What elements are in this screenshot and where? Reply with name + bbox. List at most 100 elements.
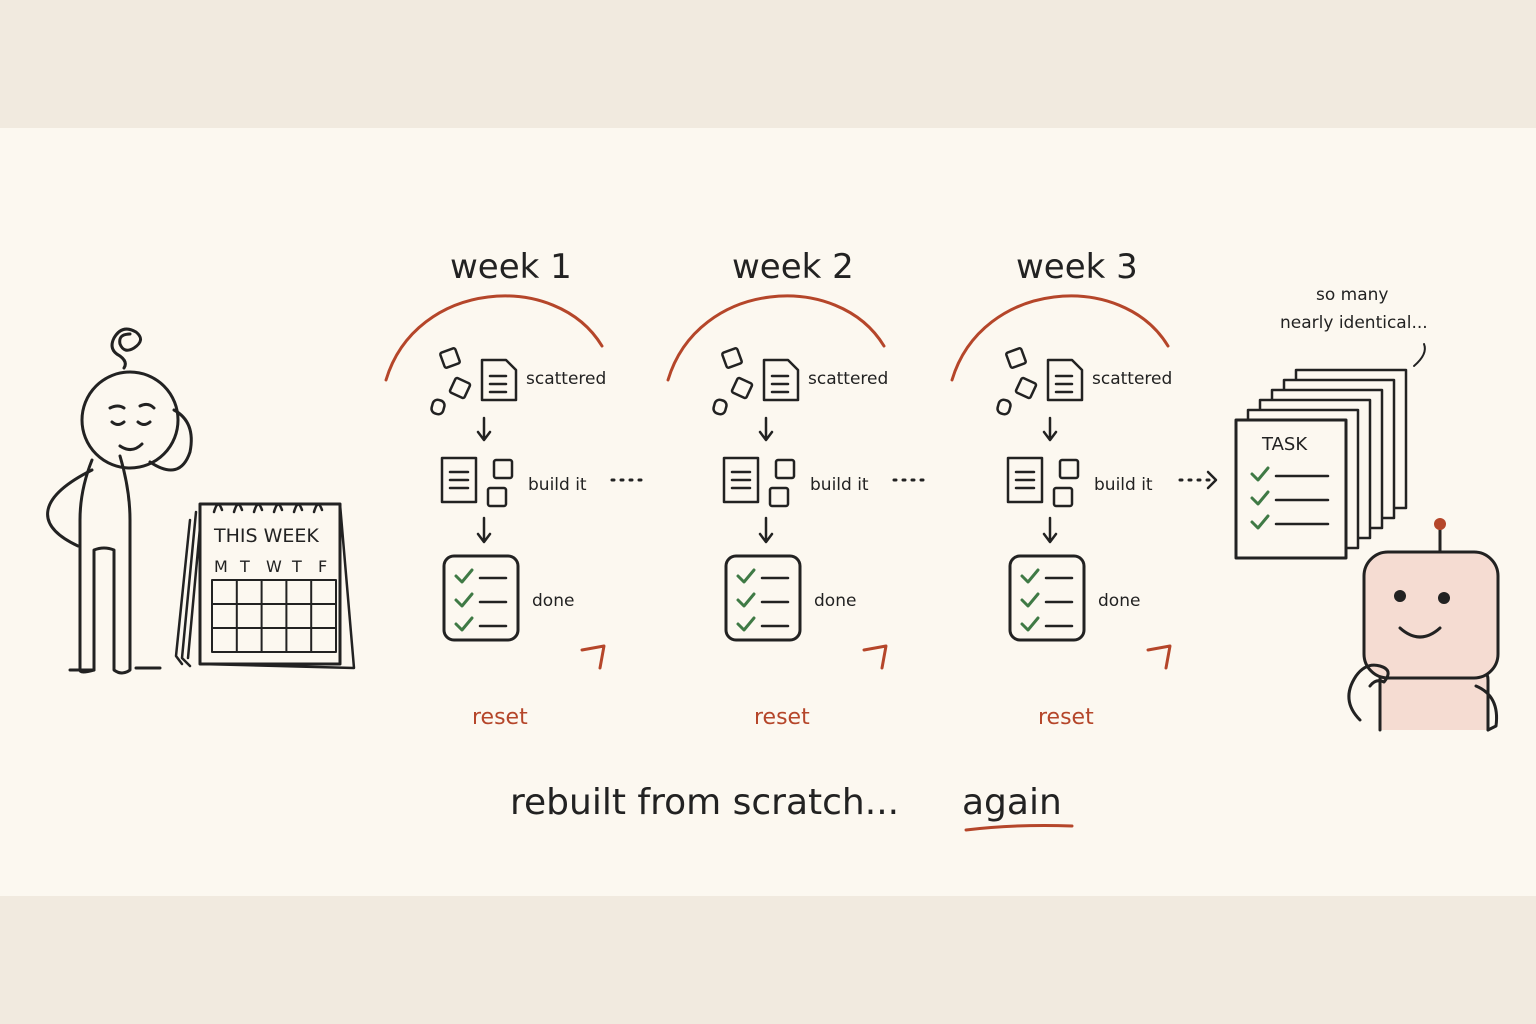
calendar-day: T [291,557,302,576]
person-mouth [118,442,144,451]
task-stack: TASK [1234,368,1408,560]
check-mark-icon [736,568,756,584]
document-blocks-icon [440,456,514,508]
check-mark-icon [454,616,474,632]
calendar-day: W [266,557,282,576]
robot-eye-right [1438,592,1450,604]
checklist-frame [442,554,520,642]
caption-emphasis: again [962,782,1062,823]
step-label: scattered [1092,369,1172,389]
check-mark-icon [1020,592,1040,608]
step-label: build it [528,475,587,495]
reset-label: reset [472,705,528,730]
task-label: TASK [1261,434,1308,455]
step-label: scattered [526,369,606,389]
check-mark-icon [454,568,474,584]
reset-arrowhead-icon [580,644,606,670]
robot-smile [1398,626,1442,639]
calendar-grid-frame [211,579,337,653]
robot-hand [1347,663,1390,722]
down-arrow-icon [758,416,774,442]
check-mark-icon [1250,490,1270,506]
step-label: done [1098,591,1140,611]
check-mark-icon [1020,568,1040,584]
checklist-icon [442,554,520,642]
check-mark-icon [736,592,756,608]
check-mark-icon [454,592,474,608]
week-title: week 3 [1016,247,1138,287]
document-blocks-icon [1006,456,1080,508]
robot-arm-right [1474,684,1499,732]
calendar-ring [272,503,284,514]
reset-loop-arrow [950,294,1170,382]
calendar-day: T [239,557,250,576]
scattered-notes-icon [996,347,1084,416]
person-head [80,370,180,470]
step-label: build it [1094,475,1153,495]
caption-text: rebuilt from scratch... [510,782,899,823]
speech-line-2: nearly identical... [1280,313,1428,333]
calendar-ring [292,503,304,514]
down-arrow-icon [476,516,492,544]
caption-underline [964,824,1074,832]
task-pages [1234,368,1408,560]
calendar-title: THIS WEEK [213,525,319,547]
scattered-notes-icon [430,347,518,416]
down-arrow-icon [1042,416,1058,442]
person-arm-hip [46,468,94,548]
document-blocks-icon [722,456,796,508]
robot-head [1362,550,1500,680]
week-loop-2: week 2 reset scattered build it done [666,247,926,730]
step-label: scattered [808,369,888,389]
robot-antenna-tip [1434,518,1446,530]
calendar-day: F [318,557,327,576]
confused-person [46,327,193,675]
person-brow [108,402,156,410]
calendar-rings [212,503,324,514]
right-arrowhead-icon [1206,470,1218,490]
weeks-sequence: week 1 reset scattered build it done week 2 re… [384,247,1218,730]
step-label: done [532,591,574,611]
week-loop-1: week 1 reset scattered build it done [384,247,644,730]
person-arm-raised [148,408,193,472]
checklist-icon [724,554,802,642]
reset-arrowhead-icon [1146,644,1172,670]
calendar-day: M [214,557,228,576]
person-feet [68,666,162,672]
reset-arrowhead-icon [862,644,888,670]
checklist-icon [1008,554,1086,642]
confusion-swirl-icon [110,327,142,370]
step-label: build it [810,475,869,495]
person-eyes [110,420,152,426]
checklist-frame [1008,554,1086,642]
calendar-ring [252,503,264,514]
calendar-ring [212,503,224,514]
check-mark-icon [1250,514,1270,530]
speech-line-1: so many [1316,285,1388,305]
robot-character [1347,518,1500,732]
person-body [78,454,132,675]
speech-tail [1413,343,1426,367]
check-mark-icon [1250,466,1270,482]
task-checklist-icon [1250,466,1330,530]
week-title: week 2 [732,247,854,287]
robot-eye-left [1394,590,1406,602]
reset-label: reset [754,705,810,730]
calendar-ring [312,503,324,514]
reset-loop-arrow [666,294,886,382]
calendar-grid [211,579,337,653]
check-mark-icon [1020,616,1040,632]
week-title: week 1 [450,247,572,287]
step-label: done [814,591,856,611]
check-mark-icon [736,616,756,632]
checklist-frame [724,554,802,642]
calendar-ring [232,503,244,514]
task-page-front [1234,418,1348,560]
reset-loop-arrow [384,294,604,382]
scattered-notes-icon [712,347,800,416]
